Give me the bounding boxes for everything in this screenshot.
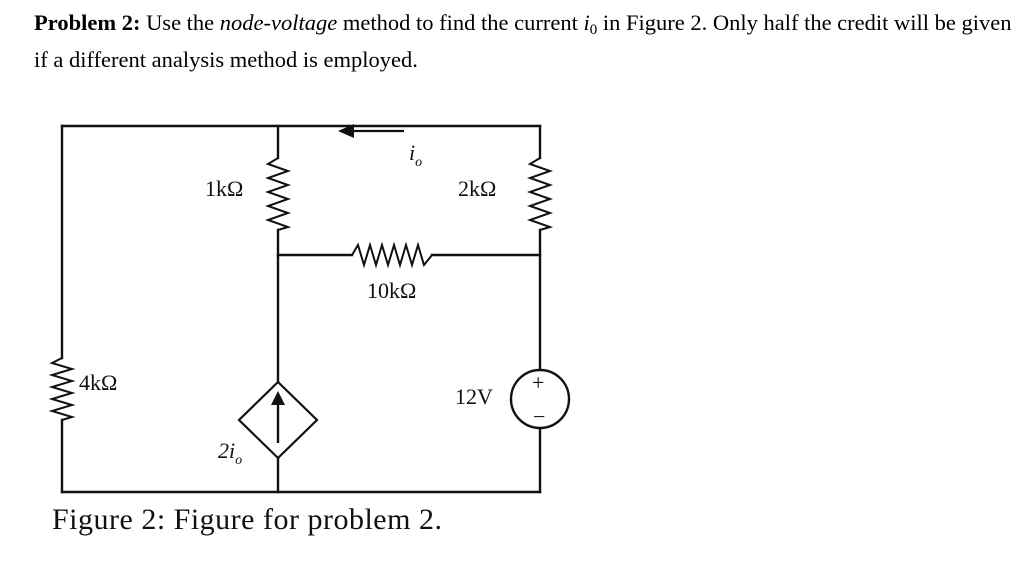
problem-statement: Problem 2: Use the node-voltage method t… — [34, 8, 1014, 75]
resistor-1k — [264, 157, 292, 231]
dependent-current-source — [237, 380, 319, 460]
label-dep-coef: 2i — [218, 438, 235, 463]
label-dep-sub: o — [235, 453, 242, 468]
resistor-2k — [526, 157, 554, 231]
label-io-symbol: i — [409, 140, 415, 165]
resistor-4k — [48, 357, 76, 421]
current-arrow — [338, 124, 404, 138]
minus-sign: − — [533, 404, 545, 429]
problem-label: Problem 2: — [34, 10, 141, 35]
label-12v: 12V — [455, 384, 493, 409]
problem-text-1: Use the — [146, 10, 215, 35]
resistor-10k — [351, 241, 433, 269]
label-io-sub: o — [415, 155, 422, 170]
label-io: io — [409, 140, 422, 170]
problem-current-symbol: i — [583, 10, 590, 35]
label-10k: 10kΩ — [367, 278, 416, 303]
label-1k: 1kΩ — [205, 176, 243, 201]
label-2k: 2kΩ — [458, 176, 496, 201]
voltage-source — [509, 368, 571, 430]
problem-current-sub: 0 — [589, 22, 598, 38]
problem-text-2: method to find the current — [342, 10, 578, 35]
label-dep-source: 2io — [218, 438, 242, 468]
figure-caption: Figure 2: Figure for problem 2. — [52, 503, 443, 536]
plus-sign: + — [532, 370, 544, 395]
label-4k: 4kΩ — [79, 370, 117, 395]
problem-text-3: in Figure 2. Only half the credit will b… — [34, 10, 1012, 72]
problem-method: node-voltage — [219, 10, 338, 35]
